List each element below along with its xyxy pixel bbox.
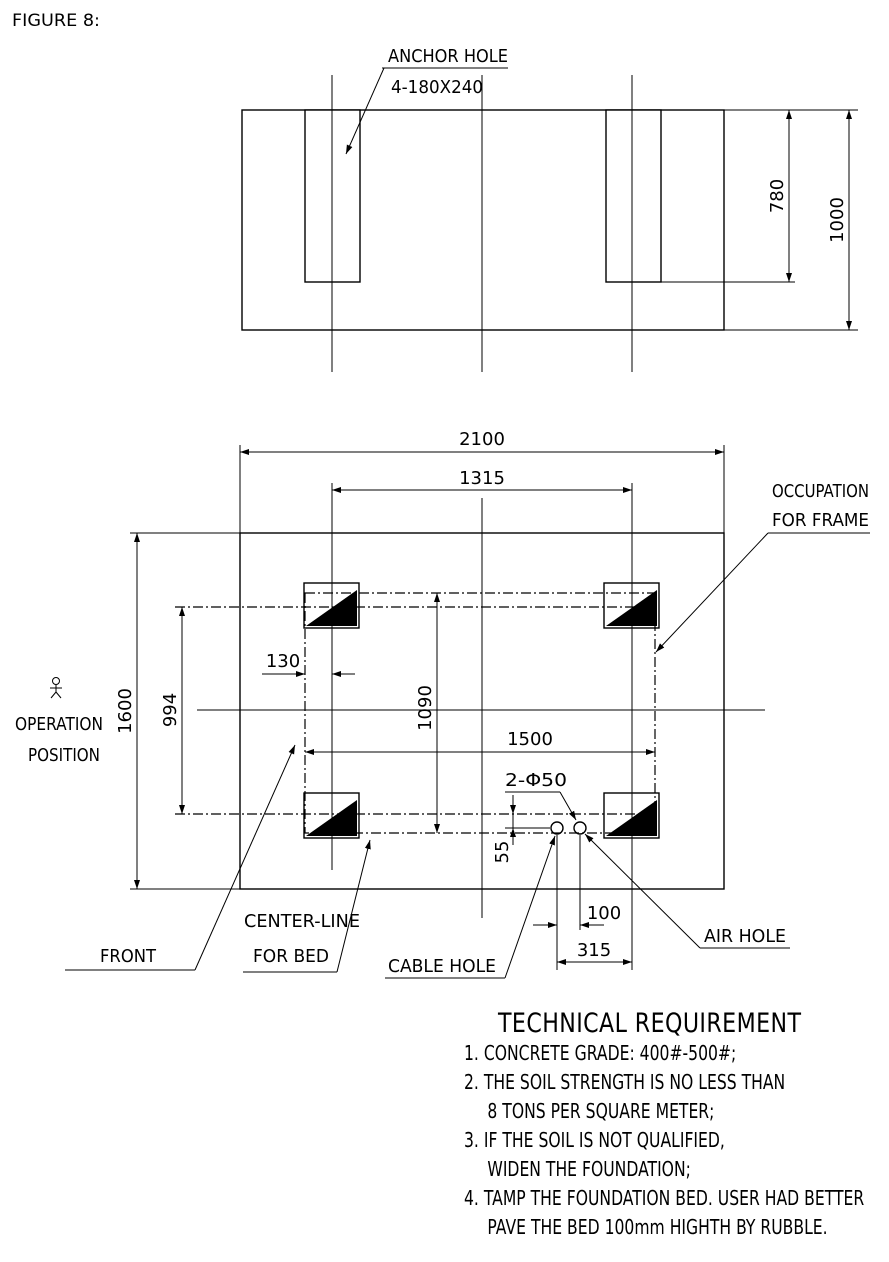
occupation-line2: FOR FRAME [772, 510, 869, 531]
centerline-label-line2: FOR BED [253, 946, 329, 967]
occupation-line1: OCCUPATION [772, 481, 869, 502]
requirement-3-line2: WIDEN THE FOUNDATION; [487, 1157, 691, 1181]
front-label: FRONT [100, 946, 157, 967]
anchor-hole-right [605, 109, 662, 283]
dim-994: 994 [160, 693, 181, 727]
anchor-hole-top-right [603, 582, 660, 629]
cable-hole-circle [550, 821, 564, 835]
requirement-3-line1: 3. IF THE SOIL IS NOT QUALIFIED, [464, 1128, 725, 1152]
front-leader [194, 744, 296, 971]
dim-55: 55 [492, 841, 513, 864]
operation-line1: OPERATION [15, 714, 103, 735]
air-hole-leader [584, 833, 701, 949]
occupation-leader [655, 532, 769, 653]
dim-130: 130 [266, 651, 300, 672]
dim-1600: 1600 [115, 688, 136, 734]
figure-label: FIGURE 8: [12, 11, 100, 31]
dim-1500: 1500 [507, 729, 553, 750]
plan-view: 2100 1315 [15, 429, 870, 979]
air-hole-label: AIR HOLE [704, 926, 786, 947]
anchor-hole-right-bg [606, 110, 661, 282]
cable-hole-label: CABLE HOLE [388, 956, 496, 977]
hole-spec-leader [559, 791, 577, 821]
dim-1315: 1315 [459, 468, 505, 489]
dim-100: 100 [587, 903, 621, 924]
requirement-4-line2: PAVE THE BED 100mm HIGHTH BY RUBBLE. [487, 1215, 828, 1239]
cable-hole-leader [504, 835, 556, 979]
anchor-hole-label: ANCHOR HOLE [388, 46, 508, 67]
requirements-title: TECHNICAL REQUIREMENT [498, 1008, 802, 1039]
requirement-4-line1: 4. TAMP THE FOUNDATION BED. USER HAD BET… [464, 1186, 865, 1210]
dim-315: 315 [577, 940, 611, 961]
operator-icon [50, 677, 62, 699]
section-view: ANCHOR HOLE 4-180X240 780 1000 [241, 46, 858, 372]
anchor-hole-spec: 4-180X240 [391, 77, 483, 98]
dim-2100: 2100 [459, 429, 505, 450]
operation-line2: POSITION [28, 745, 100, 766]
anchor-leader [345, 67, 385, 155]
hole-spec: 2-Φ50 [505, 770, 567, 791]
anchor-hole-bottom-left [303, 792, 360, 839]
technical-requirements: TECHNICAL REQUIREMENT 1. CONCRETE GRADE:… [464, 1008, 889, 1242]
anchor-hole-bottom-right [603, 792, 660, 839]
dim-780: 780 [767, 179, 788, 213]
dim-1000: 1000 [827, 197, 848, 243]
concrete-block [241, 109, 725, 331]
requirement-2-line1: 2. THE SOIL STRENGTH IS NO LESS THAN [464, 1070, 786, 1094]
air-hole-circle [573, 821, 587, 835]
requirement-1: 1. CONCRETE GRADE: 400#-500#; [464, 1041, 737, 1065]
anchor-hole-top-left [303, 582, 360, 629]
requirement-2-line2: 8 TONS PER SQUARE METER; [487, 1099, 715, 1123]
centerline-label-line1: CENTER-LINE [244, 911, 360, 932]
centerline-leader [336, 839, 371, 973]
frame-occupation-outline [304, 592, 656, 834]
dim-1090: 1090 [415, 685, 436, 731]
